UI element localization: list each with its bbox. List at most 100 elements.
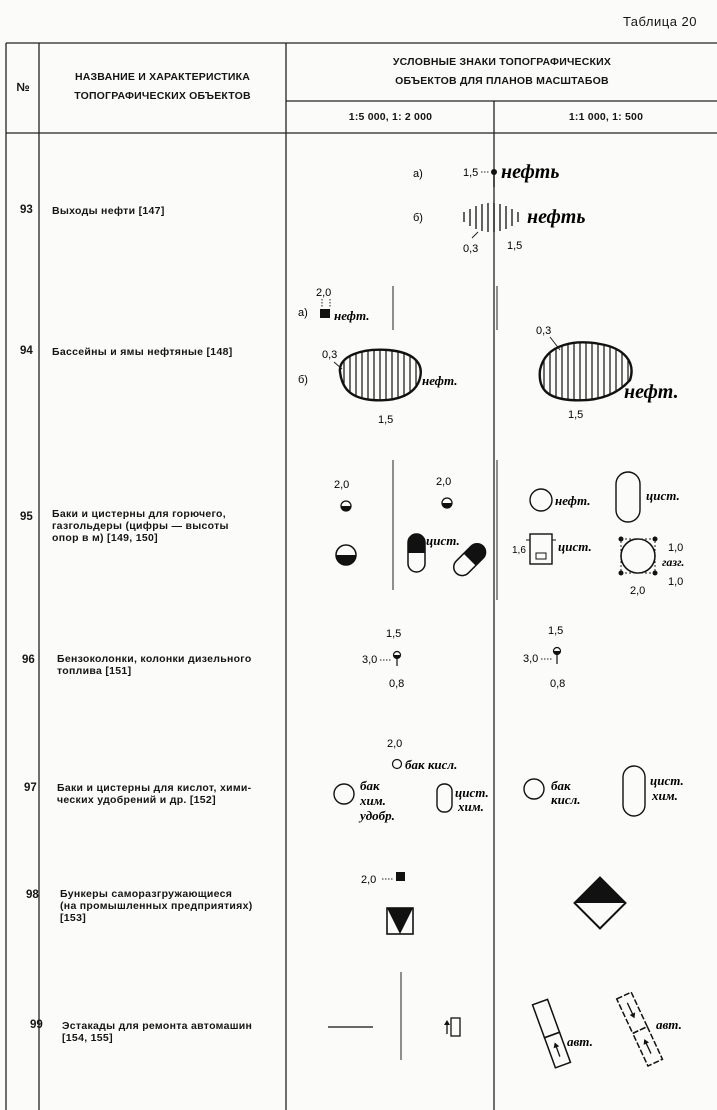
r98-bunker-large-icon (573, 876, 627, 930)
r95-tank-tall-icon (615, 471, 641, 523)
r96-dim-30-a: 3,0 (362, 654, 377, 666)
r95-support-1 (618, 536, 624, 542)
r95-cist-c: цист. (558, 539, 592, 554)
r95-gasholder-frame (620, 538, 656, 574)
header-name: НАЗВАНИЕ И ХАРАКТЕРИСТИКА ТОПОГРАФИЧЕСКИ… (40, 68, 285, 106)
r97-cist-b: цист. (650, 773, 684, 788)
r97-cist-a: цист. (455, 785, 489, 800)
header-signs-line2: ОБЪЕКТОВ ДЛЯ ПЛАНОВ МАСШТАБОВ (395, 75, 609, 87)
r97-bak-kisl: бак кисл. (405, 757, 457, 772)
r93-hatch-icon (463, 203, 519, 232)
r97-circle-small-icon (391, 758, 403, 770)
row-desc-95: Баки и цистерны для горючего, газгольдер… (52, 508, 229, 544)
r95-dim-20-c: 2,0 (630, 585, 645, 597)
row-num-97: 97 (24, 782, 37, 794)
r95-dim-20-a: 2,0 (334, 479, 349, 491)
row-desc-93: Выходы нефти [147] (52, 205, 165, 217)
r97-circle-icon-a (333, 783, 355, 805)
r96-pump-fill-a (393, 655, 401, 659)
r95-gasholder-icon (620, 538, 656, 574)
r95-tank-box-inner (535, 552, 547, 560)
r95-half-fill-a (341, 506, 351, 511)
r97-him-a: хим. (359, 793, 386, 808)
header-signs-line1: УСЛОВНЫЕ ЗНАКИ ТОПОГРАФИЧЕСКИХ (392, 56, 612, 68)
r94-neft-b: нефт. (422, 373, 458, 388)
row-desc-99: Эстакады для ремонта автомашин [154, 155… (62, 1020, 253, 1044)
r95-tank-tilted-icon (452, 542, 487, 577)
r96-dim-30-b: 3,0 (523, 653, 538, 665)
r99-ramp-arrowhead (444, 1020, 450, 1025)
row-desc-96: Бензоколонки, колонки дизельного топлива… (57, 653, 252, 677)
r99-ramp-icon-a (531, 998, 572, 1069)
header-num: № (16, 80, 30, 94)
r93-pointer (471, 231, 479, 239)
r94-pool-outline-a (338, 348, 422, 402)
r94-dim-20: 2,0 (316, 287, 331, 299)
row-num-94: 94 (20, 345, 33, 357)
r95-half-fill-b (442, 503, 452, 508)
r94-dim-15-a: 1,5 (378, 414, 393, 426)
r95-tank-box-icon (529, 533, 553, 565)
r93-label-a: а) (413, 168, 423, 180)
r98-dim-20: 2,0 (361, 874, 376, 886)
r94-label-b: б) (298, 374, 308, 386)
r94-dim-03-b: 0,3 (536, 325, 551, 337)
r93-dim-15-b: 1,5 (507, 240, 522, 252)
table-label: Таблица 20 (622, 14, 697, 29)
r97-circle-icon-b (523, 778, 545, 800)
r94-neft-c: нефт. (624, 381, 679, 403)
r98-symbols: 2,0 (361, 872, 627, 935)
r95-symbols: 2,0 2,0 цист. нефт. цист. 1,6 цист. 1,0 (334, 460, 684, 600)
r97-bak-a: бак (360, 778, 380, 793)
r97-dim-20: 2,0 (387, 738, 402, 750)
r99-symbols: авт. авт. (328, 972, 682, 1069)
row-num-96: 96 (22, 654, 35, 666)
r94-pointer-a (333, 361, 343, 370)
r95-dim-10-a: 1,0 (668, 542, 683, 554)
row-num-98: 98 (26, 889, 39, 901)
r96-symbols: 1,5 3,0 0,8 1,5 3,0 0,8 (362, 625, 565, 690)
header-signs: УСЛОВНЫЕ ЗНАКИ ТОПОГРАФИЧЕСКИХ ОБЪЕКТОВ … (287, 53, 717, 91)
r97-tank-icon-b (622, 765, 646, 817)
r99-avt-b: авт. (656, 1017, 682, 1032)
r95-support-2 (652, 536, 658, 542)
r93-neft-a: нефть (501, 161, 560, 183)
r95-support-3 (618, 570, 624, 576)
r98-bunker-triangle (387, 908, 413, 934)
header-scale-a: 1:5 000, 1: 2 000 (348, 111, 433, 123)
r96-dim-08-a: 0,8 (389, 678, 404, 690)
r94-pool-outline-b (538, 341, 633, 402)
r93-label-b: б) (413, 212, 423, 224)
r96-dim-08-b: 0,8 (550, 678, 565, 690)
r97-bak-b: бак (551, 778, 571, 793)
header-name-line1: НАЗВАНИЕ И ХАРАКТЕРИСТИКА (74, 71, 251, 83)
r99-ramp-small-icon (450, 1017, 461, 1037)
row-desc-97: Баки и цистерны для кислот, хими- ческих… (57, 782, 252, 806)
r93-point-icon (491, 169, 497, 175)
r99-avt-a: авт. (567, 1034, 593, 1049)
row-num-95: 95 (20, 511, 33, 523)
r95-cist-b: цист. (646, 488, 680, 503)
r94-symbols: 2,0 а) нефт. б) 0,3 нефт. 1,5 0,3 (298, 286, 679, 426)
r94-label-a: а) (298, 307, 308, 319)
r94-square-icon (320, 309, 330, 318)
r93-neft-b: нефть (527, 206, 586, 228)
r93-dim-03: 0,3 (463, 243, 478, 255)
r95-neft: нефт. (555, 493, 591, 508)
r94-dim-03-a: 0,3 (322, 349, 337, 361)
r95-gazg: газг. (662, 555, 684, 569)
r96-dim-15-b: 1,5 (548, 625, 563, 637)
r97-kisl: кисл. (551, 792, 581, 807)
r99-ramp-icon-b (615, 991, 664, 1068)
r95-dim-16: 1,6 (512, 545, 526, 556)
r95-circle-icon (529, 488, 553, 512)
row-num-93: 93 (20, 204, 33, 216)
r97-him-b: хим. (457, 799, 484, 814)
header-name-line2: ТОПОГРАФИЧЕСКИХ ОБЪЕКТОВ (74, 90, 251, 102)
r95-support-4 (652, 570, 658, 576)
r98-bunker-small-icon (396, 872, 405, 881)
r95-dim-10-b: 1,0 (668, 576, 683, 588)
row-num-99: 99 (30, 1019, 43, 1031)
r97-udobr: удобр. (358, 808, 395, 823)
